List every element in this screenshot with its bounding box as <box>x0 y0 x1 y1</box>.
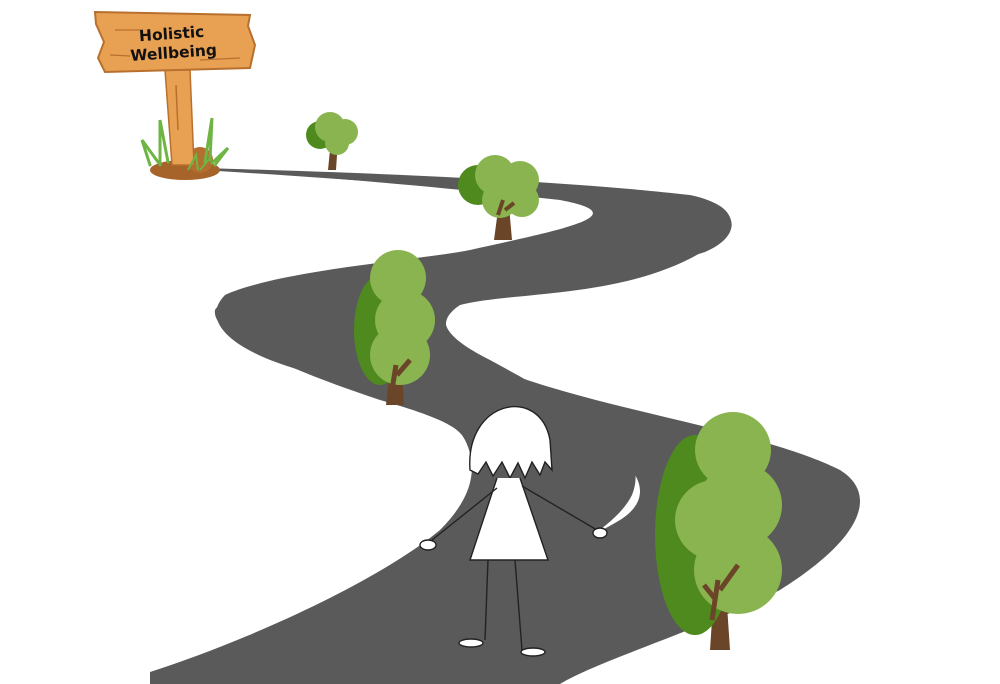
tree-icon <box>306 112 358 170</box>
tree-icon <box>458 155 539 240</box>
signpost-icon: Holistic Wellbeing <box>93 10 257 180</box>
tree-icon <box>655 412 782 650</box>
tree-icon <box>354 250 435 405</box>
stick-figure-girl <box>419 405 608 657</box>
sign-line-1: Holistic <box>138 23 204 46</box>
